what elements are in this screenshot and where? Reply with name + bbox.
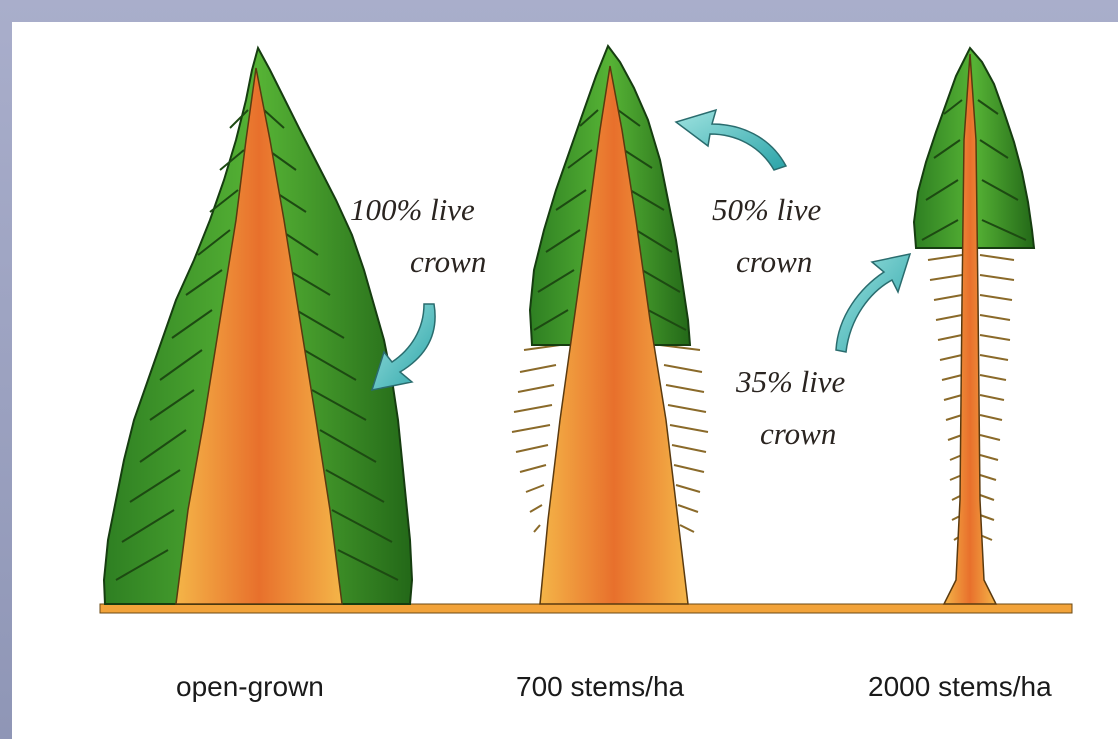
ground-line: [100, 604, 1072, 613]
open-grown-crown-label-line1: 100% live: [350, 192, 475, 227]
stems700-arrow: [676, 110, 786, 170]
stems2000-caption: 2000 stems/ha: [868, 671, 1052, 702]
open-grown-caption: open-grown: [176, 671, 324, 702]
stems2000-arrow: [836, 254, 910, 352]
stems2000-tree: [914, 48, 1034, 604]
stems700-crown-label-line2: crown: [736, 244, 812, 279]
open-grown-crown-label-line2: crown: [410, 244, 486, 279]
stems700-tree: [512, 46, 708, 604]
stems2000-crown-label-line1: 35% live: [735, 364, 846, 399]
stems700-crown-label-line1: 50% live: [712, 192, 822, 227]
stems700-caption: 700 stems/ha: [516, 671, 685, 702]
open-grown-tree: [104, 48, 412, 604]
stems2000-crown-label-line2: crown: [760, 416, 836, 451]
